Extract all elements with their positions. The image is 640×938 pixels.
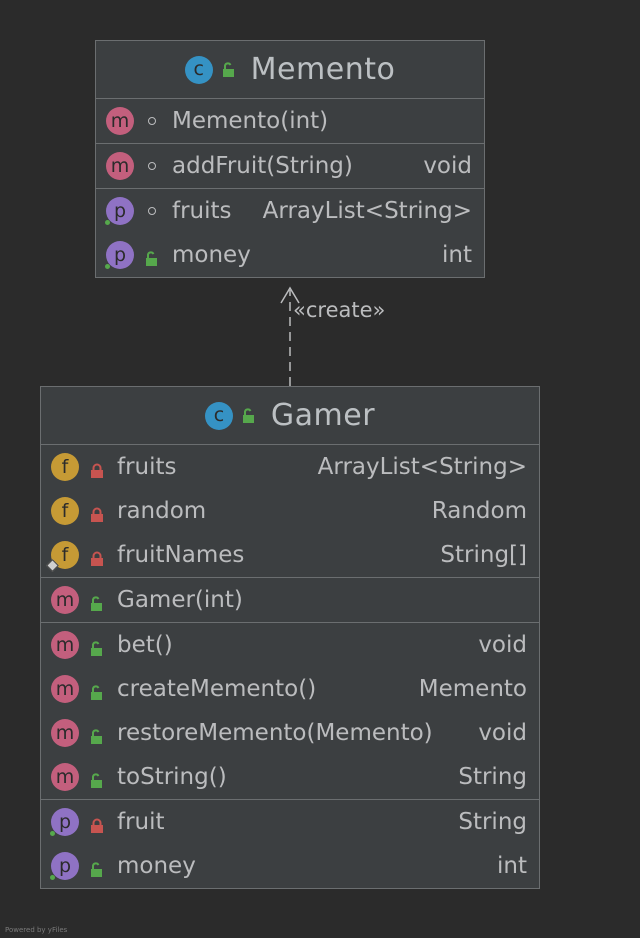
memento-properties: p fruits ArrayList<String> p money int [96, 189, 484, 277]
member-type: int [497, 853, 527, 879]
method-icon: m [51, 719, 79, 747]
memento-class-title: Memento [250, 52, 396, 87]
gamer-constructors: m Gamer(int) [41, 578, 539, 623]
member-row[interactable]: m toString() String [41, 755, 539, 799]
property-marker-icon [105, 220, 110, 225]
field-icon: f [51, 497, 79, 525]
class-icon: c [184, 55, 213, 84]
member-row[interactable]: p fruits ArrayList<String> [96, 189, 484, 233]
member-row[interactable]: p money int [41, 844, 539, 888]
member-row[interactable]: m createMemento() Memento [41, 667, 539, 711]
member-name: restoreMemento(Memento) [117, 720, 433, 746]
member-type: void [423, 153, 472, 179]
member-name: bet() [117, 632, 173, 658]
member-name: toString() [117, 764, 227, 790]
member-name: Memento(int) [172, 108, 329, 134]
field-icon: f [46, 541, 79, 572]
member-row[interactable]: m Memento(int) [96, 99, 484, 143]
property-marker-icon [50, 875, 55, 880]
member-row[interactable]: p money int [96, 233, 484, 277]
member-name: fruits [117, 454, 177, 480]
public-visibility-icon [241, 407, 257, 424]
member-type: String [458, 809, 527, 835]
private-lock-icon [89, 459, 105, 478]
package-visibility-icon [148, 162, 156, 170]
member-type: Memento [418, 676, 527, 702]
public-visibility-icon [89, 637, 105, 656]
gamer-properties: p fruit String p money int [41, 800, 539, 888]
member-row[interactable]: m addFruit(String) void [96, 144, 484, 188]
property-icon: p [105, 241, 134, 269]
method-icon: m [51, 763, 79, 791]
gamer-class-title: Gamer [270, 398, 376, 433]
method-icon: m [51, 631, 79, 659]
member-row[interactable]: m bet() void [41, 623, 539, 667]
method-icon: m [51, 586, 79, 614]
member-row[interactable]: m Gamer(int) [41, 578, 539, 622]
member-name: Gamer(int) [117, 587, 243, 613]
gamer-methods: m bet() void m createMemento() Memento m restor… [41, 623, 539, 800]
member-type: String [458, 764, 527, 790]
package-visibility-icon [148, 117, 156, 125]
class-icon: c [204, 401, 233, 430]
gamer-class-header: c Gamer [41, 387, 539, 445]
method-icon: m [51, 675, 79, 703]
member-type: void [478, 720, 527, 746]
gamer-class[interactable]: c Gamer f fruits ArrayList<String> f random R… [40, 386, 540, 889]
field-icon: f [51, 453, 79, 481]
member-name: addFruit(String) [172, 153, 353, 179]
property-icon: p [50, 808, 79, 836]
method-icon: m [106, 152, 134, 180]
memento-methods: m addFruit(String) void [96, 144, 484, 189]
private-lock-icon [89, 503, 105, 522]
member-name: fruitNames [117, 542, 245, 568]
member-type: ArrayList<String> [317, 454, 527, 480]
member-name: createMemento() [117, 676, 317, 702]
property-icon: p [105, 197, 134, 225]
member-name: money [117, 853, 196, 879]
public-visibility-icon [144, 247, 160, 266]
member-type: ArrayList<String> [262, 198, 472, 224]
member-name: money [172, 242, 251, 268]
public-visibility-icon [221, 61, 237, 78]
powered-by-footer: Powered by yFiles [5, 926, 68, 934]
member-row[interactable]: f fruitNames String[] [41, 533, 539, 577]
public-visibility-icon [89, 769, 105, 788]
public-visibility-icon [89, 858, 105, 877]
public-visibility-icon [89, 592, 105, 611]
memento-constructors: m Memento(int) [96, 99, 484, 144]
property-icon: p [50, 852, 79, 880]
gamer-fields: f fruits ArrayList<String> f random Random f fr… [41, 445, 539, 578]
member-name: fruits [172, 198, 232, 224]
member-name: random [117, 498, 207, 524]
member-type: Random [431, 498, 527, 524]
memento-class[interactable]: c Memento m Memento(int) m addFruit(String… [95, 40, 485, 278]
member-row[interactable]: f fruits ArrayList<String> [41, 445, 539, 489]
static-marker-icon [46, 559, 59, 572]
member-name: fruit [117, 809, 165, 835]
member-row[interactable]: p fruit String [41, 800, 539, 844]
member-type: String[] [440, 542, 527, 568]
member-row[interactable]: m restoreMemento(Memento) void [41, 711, 539, 755]
private-lock-icon [89, 547, 105, 566]
private-lock-icon [89, 814, 105, 833]
member-type: int [442, 242, 472, 268]
property-marker-icon [105, 264, 110, 269]
package-visibility-icon [148, 207, 156, 215]
public-visibility-icon [89, 725, 105, 744]
memento-class-header: c Memento [96, 41, 484, 99]
property-marker-icon [50, 831, 55, 836]
member-row[interactable]: f random Random [41, 489, 539, 533]
method-icon: m [106, 107, 134, 135]
member-type: void [478, 632, 527, 658]
public-visibility-icon [89, 681, 105, 700]
create-relation-label: «create» [293, 298, 386, 322]
